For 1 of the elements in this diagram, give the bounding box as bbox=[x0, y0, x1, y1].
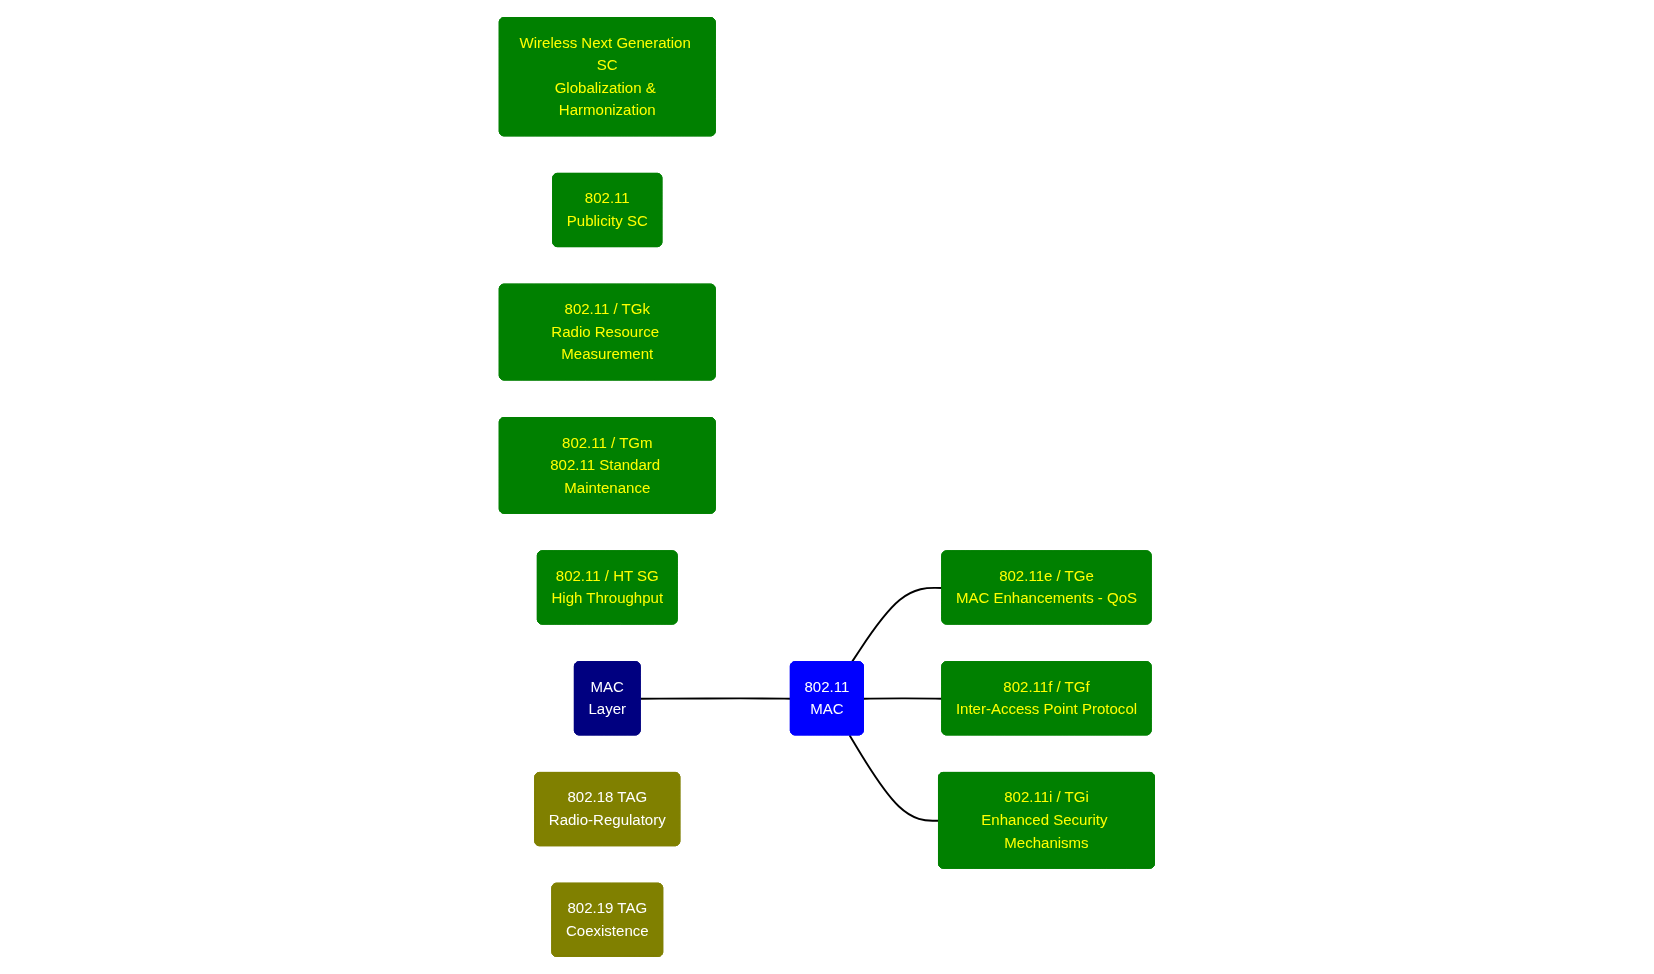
connector bbox=[639, 697, 792, 700]
